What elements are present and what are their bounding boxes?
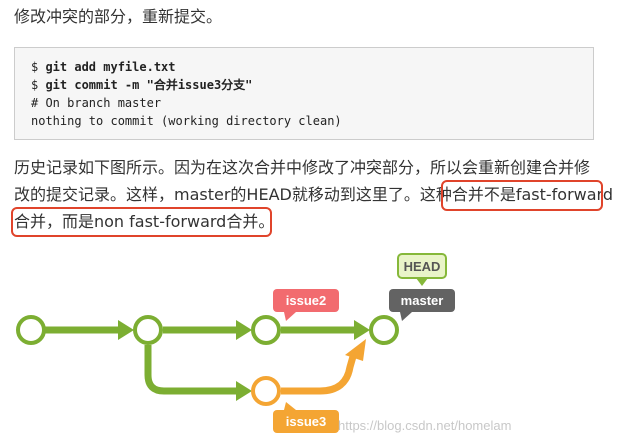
highlight-box-1 xyxy=(441,180,603,211)
code-line-3: # On branch master xyxy=(31,96,162,110)
highlighted-text-2: 合并，而是non fast-forward合并。 xyxy=(14,212,275,231)
issue3-tag: issue3 xyxy=(273,402,339,433)
body-text-line-3: 合并，而是non fast-forward合并。 xyxy=(14,209,634,235)
highlighted-text-1: 合并不是fast-forward xyxy=(451,185,614,204)
commit-graph-diagram: HEAD master issue2 issue3 xyxy=(16,253,455,433)
arrow-branch-c5 xyxy=(236,381,252,401)
issue3-branch-edges xyxy=(281,339,366,395)
intro-text: 修改冲突的部分，重新提交。 xyxy=(14,7,223,26)
issue2-tag: issue2 xyxy=(273,289,339,321)
master-label: master xyxy=(401,293,444,308)
arrow-c3 xyxy=(236,320,252,340)
arrow-c4 xyxy=(354,320,370,340)
commit-nodes xyxy=(16,315,399,406)
body-text-line-2: 改的提交记录。这样，master的HEAD就移动到这里了。这种合并不是fast-… xyxy=(14,182,634,208)
commit-node-2 xyxy=(133,315,163,345)
commit-node-3 xyxy=(251,315,281,345)
code-block: $ git add myfile.txt $ git commit -m "合并… xyxy=(14,47,594,140)
commit-node-1 xyxy=(16,315,46,345)
edge-c5-merge xyxy=(281,352,358,395)
body-text-line-2-start: 改的提交记录。这样，master的HEAD就移动到这里了。这种 xyxy=(14,185,452,204)
highlight-box-2 xyxy=(11,207,272,237)
code-line-1: $ git add myfile.txt xyxy=(31,60,176,74)
master-tag: master xyxy=(389,289,455,321)
commit-node-issue3 xyxy=(251,376,281,406)
code-line-2: $ git commit -m "合并issue3分支" xyxy=(31,78,253,92)
code-line-4: nothing to commit (working directory cle… xyxy=(31,114,342,128)
head-label: HEAD xyxy=(404,259,441,274)
body-text-line-1: 历史记录如下图所示。因为在这次合并中修改了冲突部分，所以会重新创建合并修 xyxy=(14,158,591,177)
head-tag: HEAD xyxy=(397,253,447,286)
arrow-merge xyxy=(345,339,366,361)
arrow-c2 xyxy=(118,320,134,340)
edge-c2-branch-down xyxy=(144,345,238,395)
issue2-label: issue2 xyxy=(286,293,326,308)
main-branch-edges xyxy=(44,320,370,401)
commit-node-merge xyxy=(369,315,399,345)
issue3-label: issue3 xyxy=(286,414,326,429)
watermark-url: https://blog.csdn.net/homelam xyxy=(338,418,512,433)
